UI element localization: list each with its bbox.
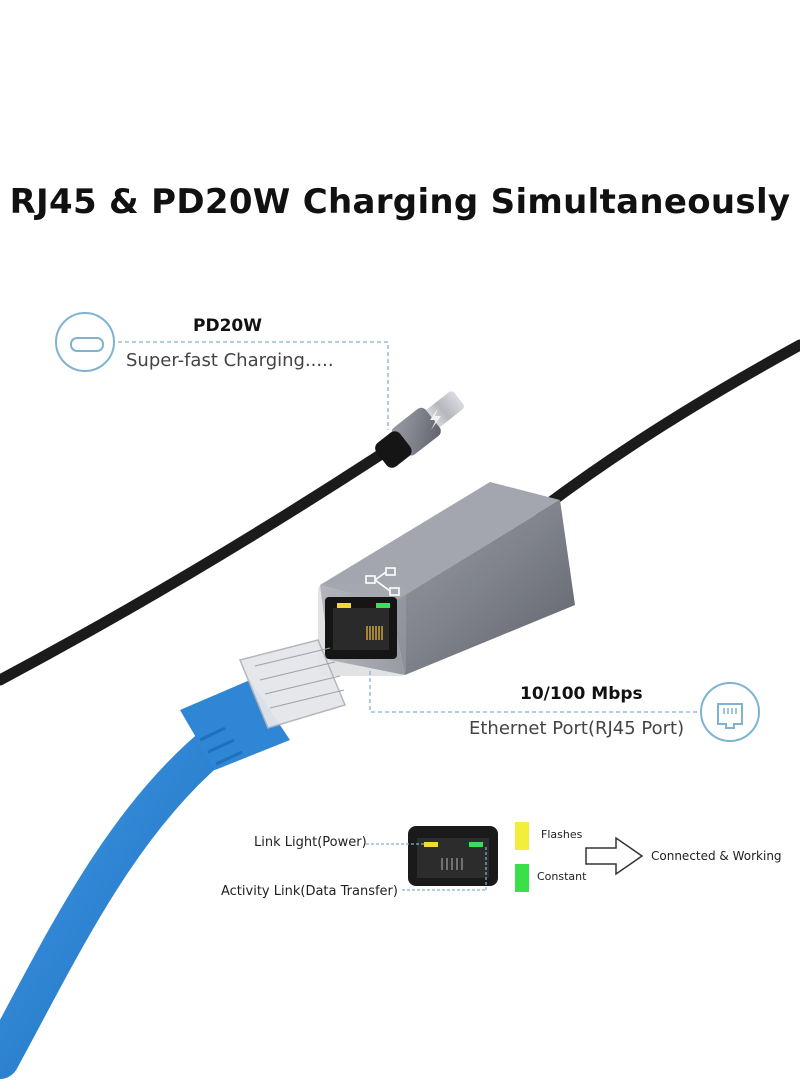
activity-link-label: Activity Link(Data Transfer) bbox=[221, 884, 398, 899]
flash-swatch bbox=[515, 822, 529, 850]
ethernet-port-icon bbox=[700, 682, 760, 742]
pd-heading: PD20W bbox=[193, 316, 262, 336]
usb-c-port-icon bbox=[55, 312, 115, 372]
connected-working-label: Connected & Working bbox=[651, 849, 782, 863]
constant-label: Constant bbox=[537, 870, 587, 883]
pd-subtitle: Super-fast Charging..... bbox=[126, 350, 334, 371]
page-title: RJ45 & PD20W Charging Simultaneously bbox=[9, 182, 791, 222]
ethernet-heading: 10/100 Mbps bbox=[520, 684, 643, 704]
lightning-cable bbox=[0, 449, 386, 686]
right-arrow-icon bbox=[585, 836, 644, 876]
adapter-cable bbox=[534, 339, 800, 516]
rj45-cable bbox=[0, 639, 347, 1079]
lightning-bolt-icon bbox=[430, 408, 441, 430]
flashes-label: Flashes bbox=[541, 828, 583, 841]
ethernet-adapter bbox=[318, 482, 575, 676]
ethernet-subtitle: Ethernet Port(RJ45 Port) bbox=[469, 718, 685, 739]
constant-swatch bbox=[515, 864, 529, 892]
lightning-connector bbox=[375, 391, 464, 468]
link-light-label: Link Light(Power) bbox=[254, 835, 367, 850]
network-topology-icon bbox=[365, 567, 400, 596]
callout-lines bbox=[118, 341, 700, 713]
legend-port-diagram bbox=[366, 826, 498, 891]
